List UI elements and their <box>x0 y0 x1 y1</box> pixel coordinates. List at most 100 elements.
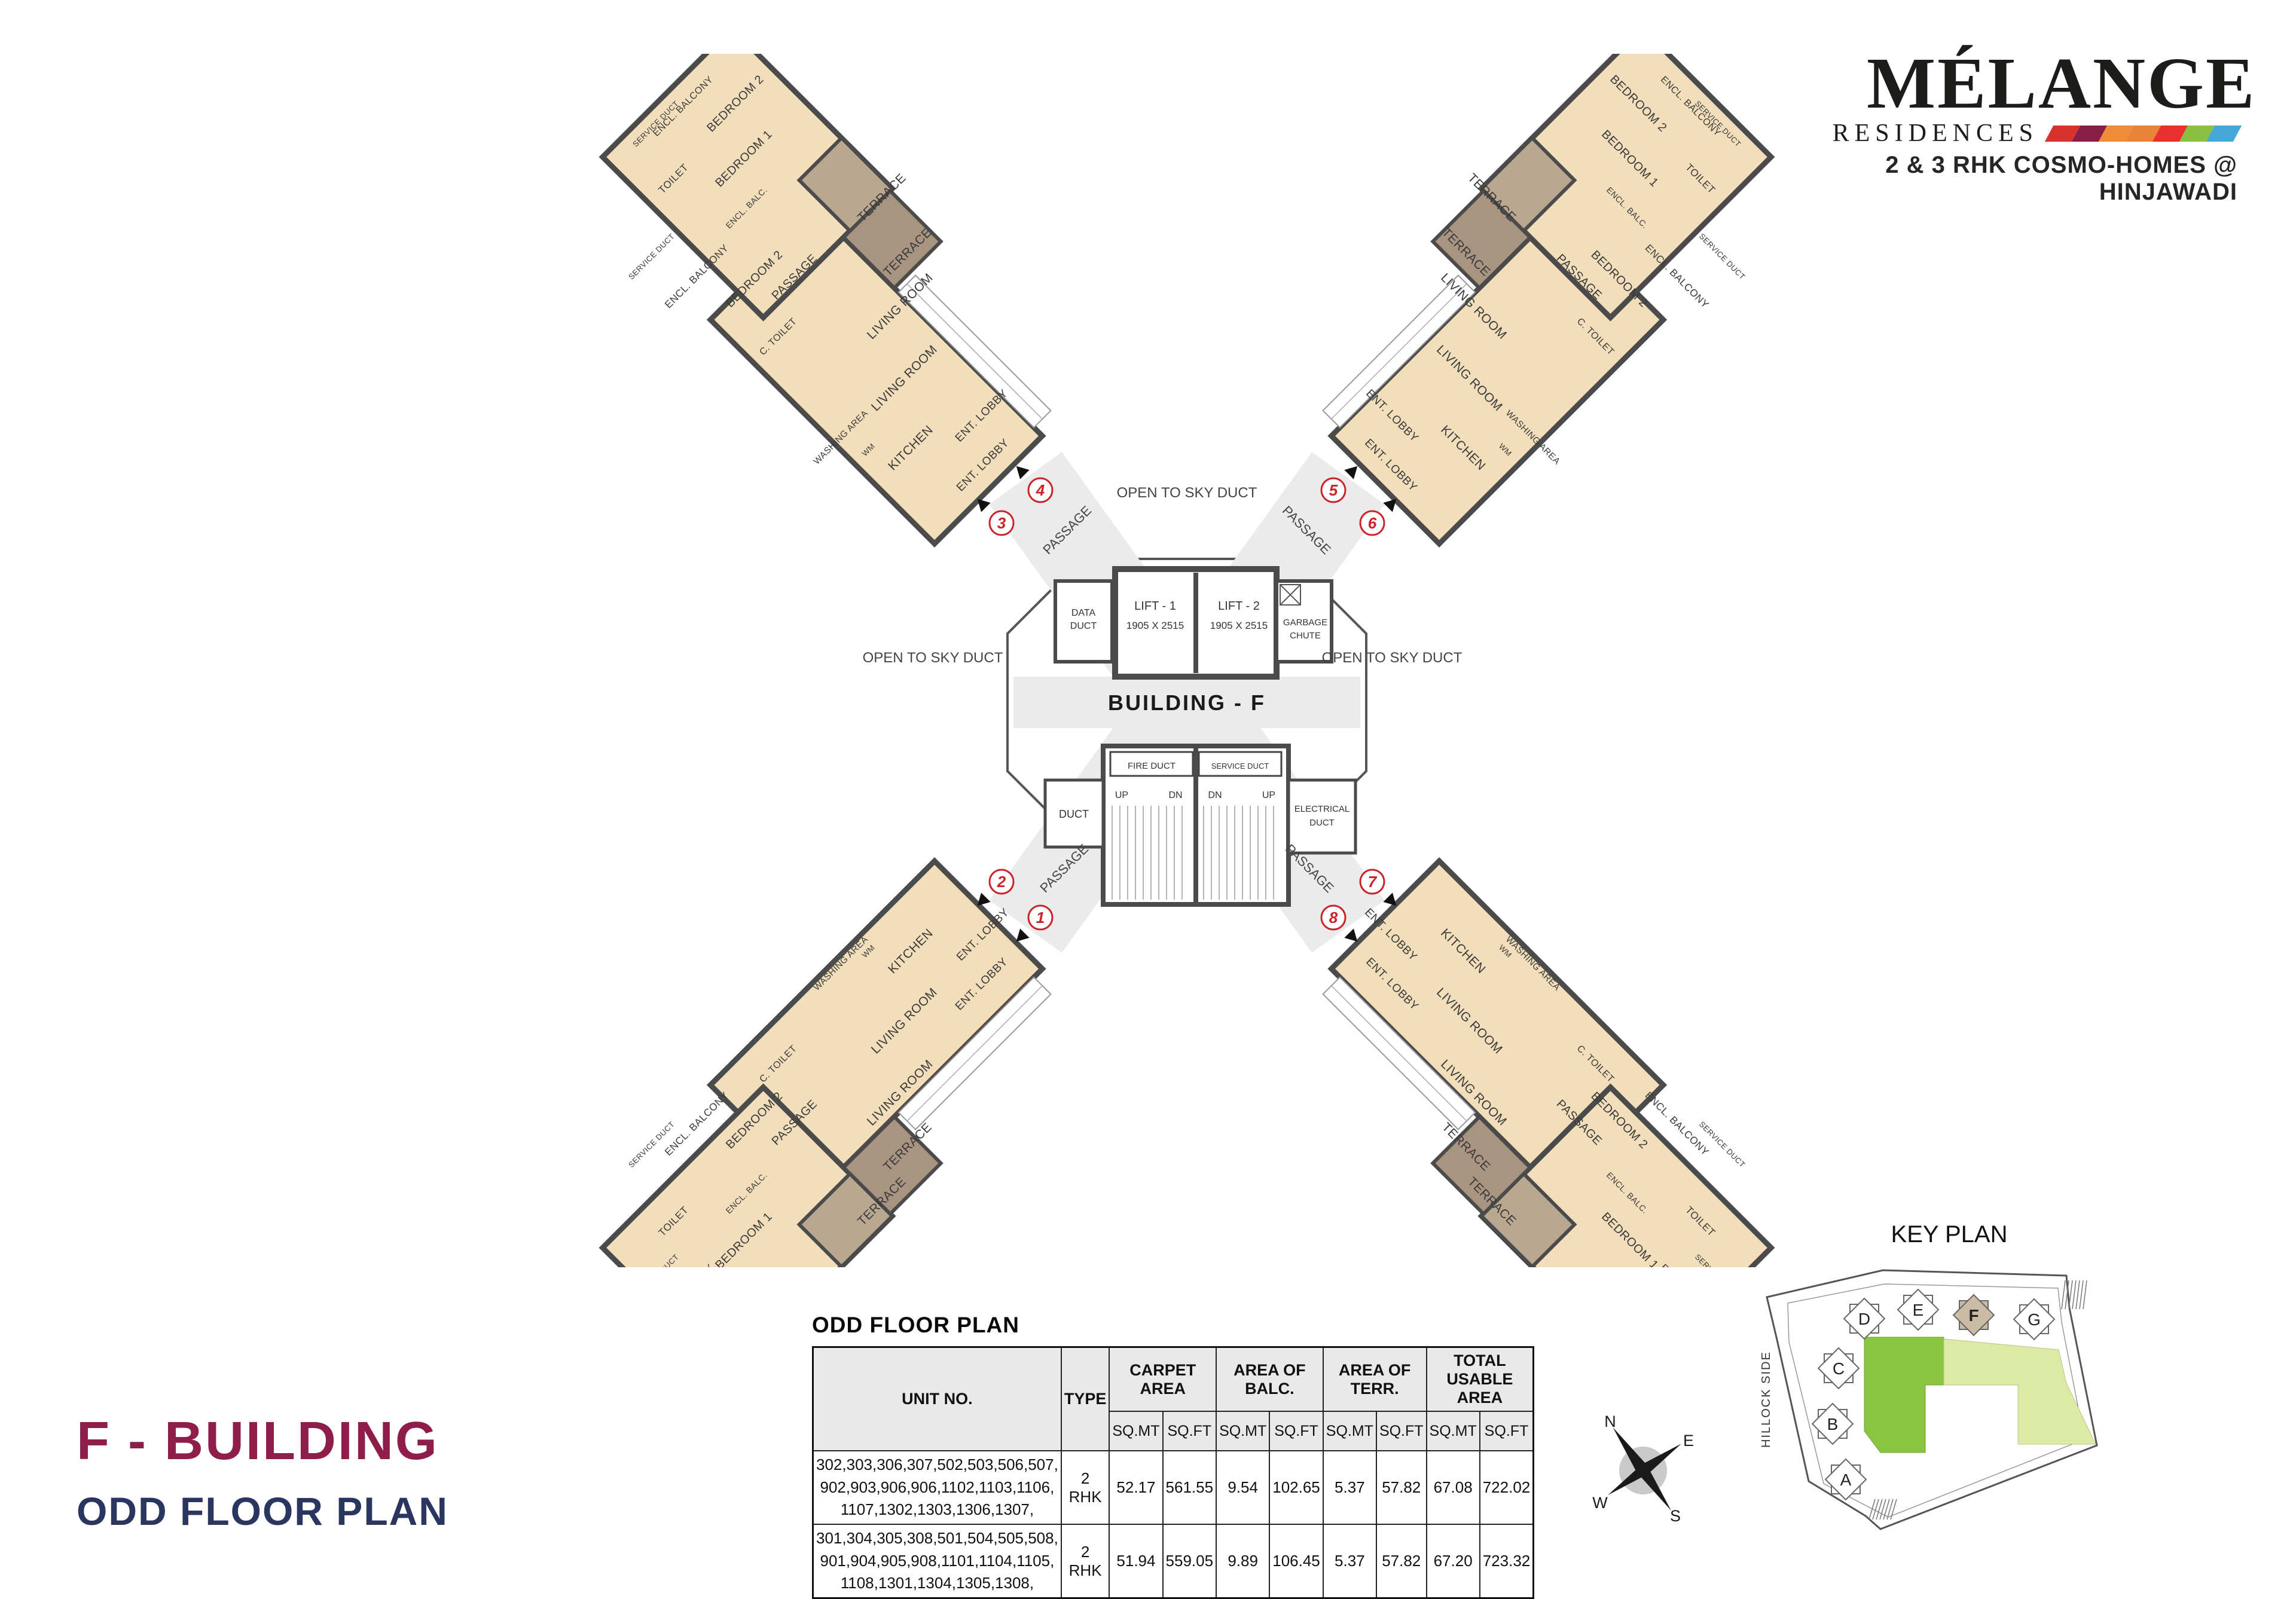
window-mullion <box>906 985 1043 1121</box>
unit-marker: 1 <box>1016 904 1054 942</box>
hatch-line <box>1872 1499 1879 1520</box>
sub-sqmt: SQ.MT <box>1109 1411 1164 1451</box>
building-letter: D <box>1858 1310 1870 1328</box>
unit-marker-circle <box>988 510 1015 536</box>
stair-dn-right: DN <box>1208 790 1222 800</box>
unit-marker-number: 7 <box>1368 873 1378 891</box>
col-unit-no: UNIT NO. <box>812 1346 1062 1451</box>
floor-plan: LIFT - 1 1905 X 2515 LIFT - 2 1905 X 251… <box>599 54 1775 1267</box>
building-shape <box>1897 1288 1940 1331</box>
sub-sqmt: SQ.MT <box>1425 1411 1480 1451</box>
unit-marker-number: 6 <box>1368 514 1377 532</box>
building-letter: E <box>1913 1301 1924 1319</box>
window-mullion <box>1331 985 1467 1121</box>
cell-value: 102.65 <box>1269 1450 1324 1525</box>
col-balc: AREA OF BALC. <box>1216 1346 1324 1412</box>
apartment-wings <box>599 54 1775 1267</box>
stair-up-left: UP <box>1115 790 1128 800</box>
table-title: ODD FLOOR PLAN <box>812 1313 1019 1337</box>
logo-stripes <box>2044 125 2242 142</box>
lift1-label: LIFT - 1 <box>1134 600 1176 613</box>
col-total: TOTAL USABLE AREA <box>1425 1346 1534 1412</box>
building-letter: G <box>2028 1310 2041 1329</box>
cell-value: 5.37 <box>1322 1450 1377 1525</box>
cell-value: 9.89 <box>1216 1524 1271 1599</box>
compass: N E S W <box>1592 1412 1694 1525</box>
unit-marker-circle <box>1359 869 1385 895</box>
building-letter: B <box>1827 1415 1839 1433</box>
unit-marker-number: 1 <box>1036 909 1045 927</box>
building-shape <box>1843 1297 1886 1340</box>
logo: MÉLANGE RESIDENCES 2 & 3 RHK COSMO-HOMES… <box>1833 43 2257 206</box>
key-plan-building-f: F <box>1952 1294 1995 1337</box>
unit-marker: 2 <box>977 869 1015 906</box>
unit-block-outer <box>1477 54 1775 322</box>
page-title-floor: ODD FLOOR PLAN <box>77 1489 448 1533</box>
open-sky-right: OPEN TO SKY DUCT <box>1322 650 1463 666</box>
cell-value: 67.20 <box>1425 1524 1480 1599</box>
light-green-area <box>1943 1338 2096 1445</box>
cell-units: 302,303,306,307,502,503,506,507, 902,903… <box>812 1450 1062 1525</box>
building-letter: C <box>1833 1359 1845 1378</box>
key-plan-building-g: G <box>2013 1298 2056 1341</box>
stair-divider <box>1193 746 1198 904</box>
hatch-line <box>1886 1499 1894 1520</box>
cell-value: 106.45 <box>1269 1524 1324 1599</box>
sub-sqft: SQ.FT <box>1479 1411 1534 1451</box>
building-shape <box>1817 1347 1860 1390</box>
unit-marker-circle <box>1320 477 1347 503</box>
unit-marker-circle <box>1027 904 1054 931</box>
cell-value: 57.82 <box>1375 1524 1427 1599</box>
unit-block-outer <box>599 54 896 322</box>
key-plan-building-a: A <box>1824 1458 1867 1501</box>
key-plan-building-c: C <box>1817 1347 1860 1390</box>
open-sky-top: OPEN TO SKY DUCT <box>1117 485 1257 501</box>
cell-value: 9.54 <box>1216 1450 1271 1525</box>
sub-sqft: SQ.FT <box>1269 1411 1324 1451</box>
hatch-line <box>2083 1280 2087 1310</box>
unit-marker-number: 5 <box>1329 481 1338 499</box>
data-duct-room <box>1054 579 1114 664</box>
building-shape <box>1824 1458 1867 1501</box>
compass-w: W <box>1592 1494 1608 1512</box>
hatch-line <box>2075 1280 2080 1310</box>
wing-bottom-left <box>599 857 1052 1267</box>
table-row: 301,304,305,308,501,504,505,508, 901,904… <box>812 1524 1534 1599</box>
area-table: UNIT NO. TYPE CARPET AREA AREA OF BALC. … <box>812 1346 1535 1599</box>
duct-label: DUCT <box>1059 808 1089 820</box>
hatch-line <box>1879 1499 1886 1520</box>
stair-treads <box>1112 806 1274 900</box>
unit-marker-number: 4 <box>1036 481 1045 499</box>
entry-arrow-icon <box>1016 928 1030 942</box>
fire-duct-box <box>1109 751 1194 777</box>
brand-name: MÉLANGE <box>1867 43 2257 124</box>
wing-bottom-right <box>1322 857 1775 1267</box>
building-letter: F <box>1968 1306 1979 1325</box>
garbage-label2: CHUTE <box>1290 631 1321 641</box>
compass-needle-s <box>1638 1467 1672 1511</box>
hillock-side-label: HILLOCK SIDE <box>1760 1351 1773 1448</box>
wing-top-right <box>1322 54 1775 548</box>
unit-marker-circle <box>988 869 1015 895</box>
entry-arrow-icon <box>1344 466 1358 479</box>
hatch-line <box>2072 1280 2077 1310</box>
unit-marker-circle <box>1320 904 1347 931</box>
sub-sqmt: SQ.MT <box>1322 1411 1377 1451</box>
cell-value: 67.08 <box>1425 1450 1480 1525</box>
core: LIFT - 1 1905 X 2515 LIFT - 2 1905 X 251… <box>863 452 1463 953</box>
cell-value: 52.17 <box>1109 1450 1164 1525</box>
electrical-duct-label2: DUCT <box>1309 818 1335 828</box>
key-plan-building-e: E <box>1897 1288 1940 1331</box>
key-plan-buildings: A B C D E F G <box>1811 1288 2056 1501</box>
duct-room <box>1043 778 1105 849</box>
sub-sqft: SQ.FT <box>1375 1411 1427 1451</box>
entry-arrow-icon <box>1383 892 1397 906</box>
unit-marker-circle <box>1359 510 1385 536</box>
hatch-line <box>1883 1499 1890 1520</box>
garbage-label: GARBAGE <box>1283 617 1327 628</box>
compass-e: E <box>1683 1432 1694 1450</box>
core-band <box>1013 677 1360 728</box>
compass-needle-n <box>1613 1427 1649 1475</box>
